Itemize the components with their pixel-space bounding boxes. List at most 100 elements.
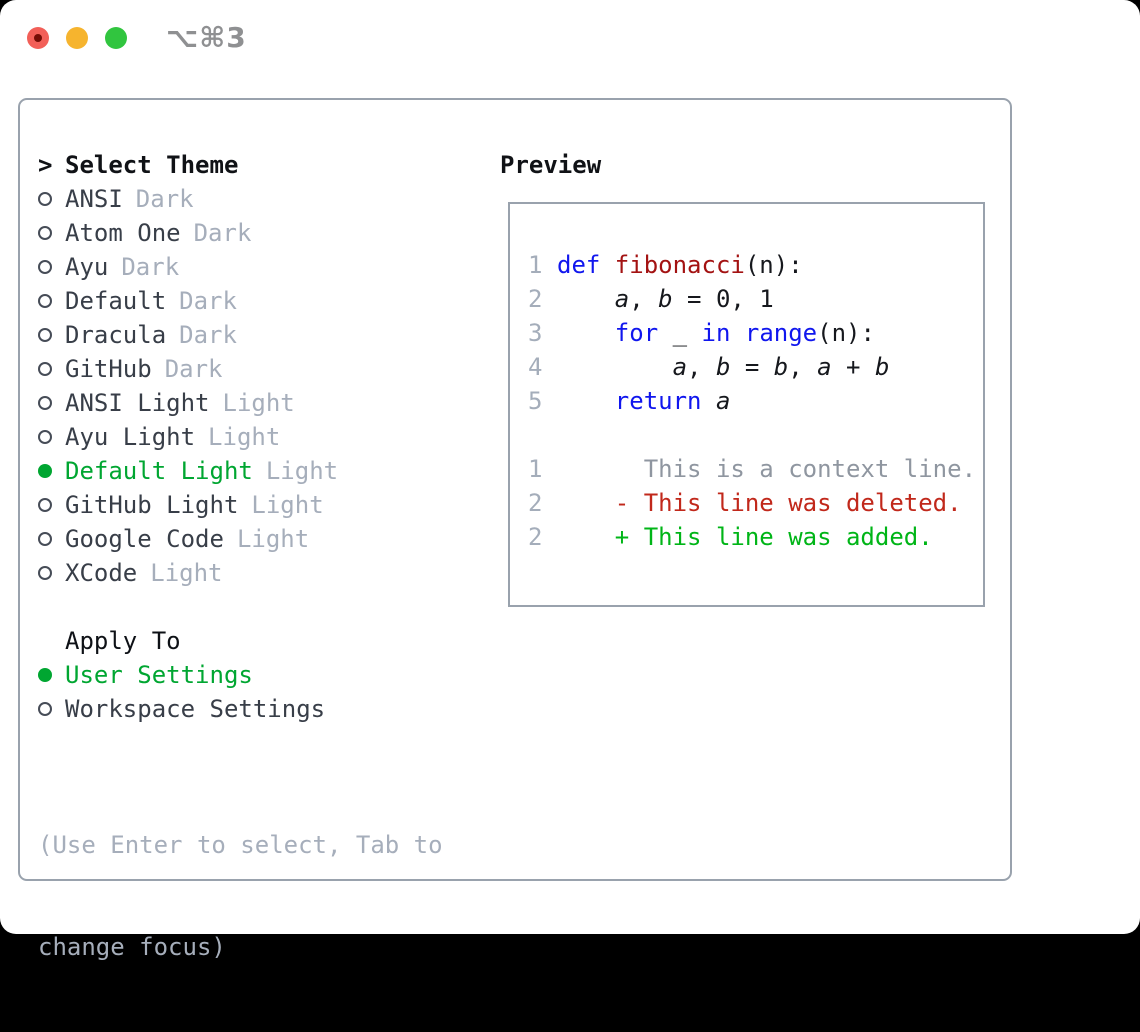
code-token: a [672,353,688,381]
radio-unselected-icon [38,430,52,444]
apply-to-title: Apply To [65,627,181,655]
apply-option-workspace-settings[interactable]: Workspace Settings [38,692,338,726]
app-window: ⌥⌘3 > Select Theme ANSI Dark Atom One Da… [0,0,1140,961]
theme-name: Atom One [65,219,181,247]
radio-unselected-icon [38,566,52,580]
radio-unselected-icon [38,260,52,274]
code-token: b [715,353,731,381]
radio-unselected-icon [38,362,52,376]
theme-option-ansi-dark[interactable]: ANSI Dark [38,182,338,216]
theme-option-xcode[interactable]: XCode Light [38,556,338,590]
code-token [557,387,615,415]
theme-name: ANSI [65,185,123,213]
code-token: , [788,353,818,381]
code-token [702,387,716,415]
theme-name: Dracula [65,321,167,349]
code-token: (n): [817,319,875,347]
code-token: _ [658,319,702,347]
theme-option-google-code[interactable]: Google Code Light [38,522,338,556]
theme-name: GitHub Light [65,491,239,519]
line-number: 5 [528,387,543,415]
help-hint: (Use Enter to select, Tab to change focu… [38,760,443,1032]
line-number: 2 [528,489,543,517]
theme-option-default-dark[interactable]: Default Dark [38,284,338,318]
theme-option-github-dark[interactable]: GitHub Dark [38,352,338,386]
radio-unselected-icon [38,396,52,410]
code-token: = [730,353,774,381]
help-hint-line2: change focus) [38,933,226,961]
theme-option-ayu-dark[interactable]: Ayu Dark [38,250,338,284]
code-token: b [874,353,890,381]
theme-variant: Dark [164,355,223,383]
zoom-button[interactable] [105,27,127,49]
theme-picker-panel: > Select Theme ANSI Dark Atom One Dark A… [18,98,1012,961]
radio-selected-icon [38,464,52,478]
theme-name: Default [65,287,167,315]
code-line: 4 a, b = b, a + b [528,350,983,384]
code-token [730,319,744,347]
code-line: 2 a, b = 0, 1 [528,282,983,316]
theme-name: XCode [65,559,138,587]
theme-variant: Light [251,491,324,519]
select-theme-title: Select Theme [65,151,239,179]
theme-option-dracula-dark[interactable]: Dracula Dark [38,318,338,352]
code-line: 3 for _ in range(n): [528,316,983,350]
help-hint-line1: (Use Enter to select, Tab to [38,831,443,859]
theme-option-ansi-light[interactable]: ANSI Light Light [38,386,338,420]
code-line: 5 return a [528,384,983,418]
radio-unselected-icon [38,226,52,240]
code-token [557,353,673,381]
apply-option-label: User Settings [65,661,253,689]
code-token: This is a context line. [557,455,977,483]
line-number: 2 [528,285,543,313]
code-token [557,285,615,313]
apply-option-label: Workspace Settings [65,695,326,723]
theme-variant: Dark [193,219,252,247]
code-line-blank [528,418,983,452]
code-token: a [817,353,832,381]
apply-option-user-settings[interactable]: User Settings [38,658,338,692]
code-token: in [701,319,731,347]
close-button[interactable] [27,27,49,49]
theme-variant: Dark [135,185,194,213]
theme-variant: Dark [121,253,180,281]
theme-option-atom-one-dark[interactable]: Atom One Dark [38,216,338,250]
theme-list: > Select Theme ANSI Dark Atom One Dark A… [38,148,338,726]
theme-name: Default Light [65,457,253,485]
theme-variant: Light [236,525,310,553]
window-shortcut-label: ⌥⌘3 [166,21,247,54]
theme-name: GitHub [65,355,152,383]
code-token: for [614,319,659,347]
code-token: a [614,285,630,313]
code-token: + This line was added. [557,523,933,551]
radio-unselected-icon [38,294,52,308]
theme-variant: Dark [179,321,237,349]
theme-option-github-light[interactable]: GitHub Light Light [38,488,338,522]
radio-unselected-icon [38,532,52,546]
theme-name: Ayu Light [65,423,196,451]
radio-unselected-icon [38,328,52,342]
apply-to-header: Apply To [38,624,338,658]
radio-unselected-icon [38,498,52,512]
minimize-button[interactable] [66,27,88,49]
theme-name: Ayu [65,253,109,281]
theme-variant: Light [265,457,339,485]
theme-variant: Light [222,389,295,417]
theme-variant: Light [150,559,223,587]
diff-added-line: 2 + This line was added. [528,520,983,554]
preview-title: Preview [500,151,602,179]
code-token: - This line was deleted. [557,489,962,517]
theme-variant: Light [208,423,281,451]
theme-option-ayu-light[interactable]: Ayu Light Light [38,420,338,454]
code-token: (n): [744,251,803,279]
line-number: 2 [528,523,543,551]
theme-option-default-light[interactable]: Default Light Light [38,454,338,488]
code-token: b [773,353,789,381]
code-token: fibonacci [614,251,745,279]
code-token [557,319,615,347]
code-token: return [614,387,702,415]
theme-name: Google Code [65,525,224,553]
line-number: 3 [528,319,543,347]
